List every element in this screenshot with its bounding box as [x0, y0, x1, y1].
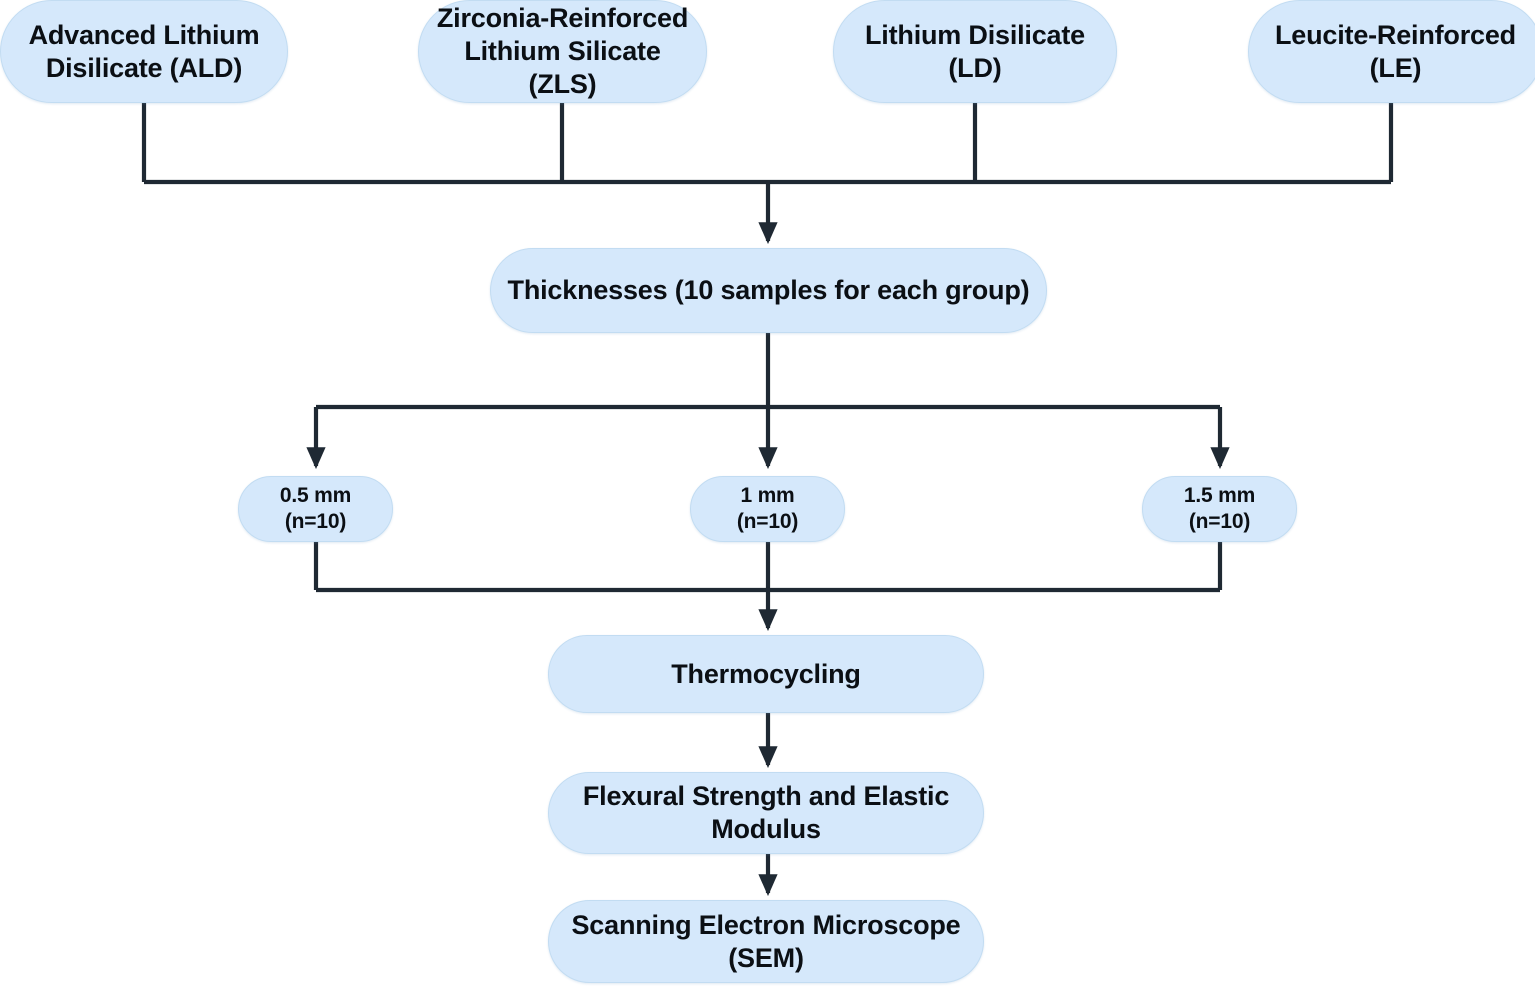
- node-thicknesses[interactable]: Thicknesses (10 samples for each group): [490, 248, 1047, 333]
- node-thickness-0-5mm[interactable]: 0.5 mm (n=10): [238, 476, 393, 542]
- node-thermocycling-label: Thermocycling: [671, 658, 861, 689]
- node-material-ld-label: Lithium Disilicate (LD): [865, 19, 1085, 83]
- node-flexural-strength[interactable]: Flexural Strength and Elastic Modulus: [548, 772, 984, 854]
- node-thickness-1mm-label: 1 mm (n=10): [736, 484, 799, 533]
- node-sem-label: Scanning Electron Microscope (SEM): [571, 909, 961, 973]
- node-material-zls[interactable]: Zirconia-Reinforced Lithium Silicate (ZL…: [418, 0, 707, 103]
- node-thicknesses-label: Thicknesses (10 samples for each group): [507, 275, 1030, 306]
- node-material-zls-label: Zirconia-Reinforced Lithium Silicate (ZL…: [436, 3, 689, 99]
- node-material-le-label: Leucite-Reinforced (LE): [1275, 19, 1516, 83]
- node-thickness-1-5mm[interactable]: 1.5 mm (n=10): [1142, 476, 1297, 542]
- node-thickness-1mm[interactable]: 1 mm (n=10): [690, 476, 845, 542]
- node-material-ald-label: Advanced Lithium Disilicate (ALD): [28, 19, 260, 83]
- node-thermocycling[interactable]: Thermocycling: [548, 635, 984, 713]
- node-flexural-strength-label: Flexural Strength and Elastic Modulus: [582, 781, 950, 844]
- node-sem[interactable]: Scanning Electron Microscope (SEM): [548, 900, 984, 983]
- node-material-ald[interactable]: Advanced Lithium Disilicate (ALD): [0, 0, 288, 103]
- node-thickness-1-5mm-label: 1.5 mm (n=10): [1183, 484, 1256, 533]
- node-material-ld[interactable]: Lithium Disilicate (LD): [833, 0, 1117, 103]
- node-thickness-0-5mm-label: 0.5 mm (n=10): [279, 484, 352, 533]
- node-material-le[interactable]: Leucite-Reinforced (LE): [1248, 0, 1535, 103]
